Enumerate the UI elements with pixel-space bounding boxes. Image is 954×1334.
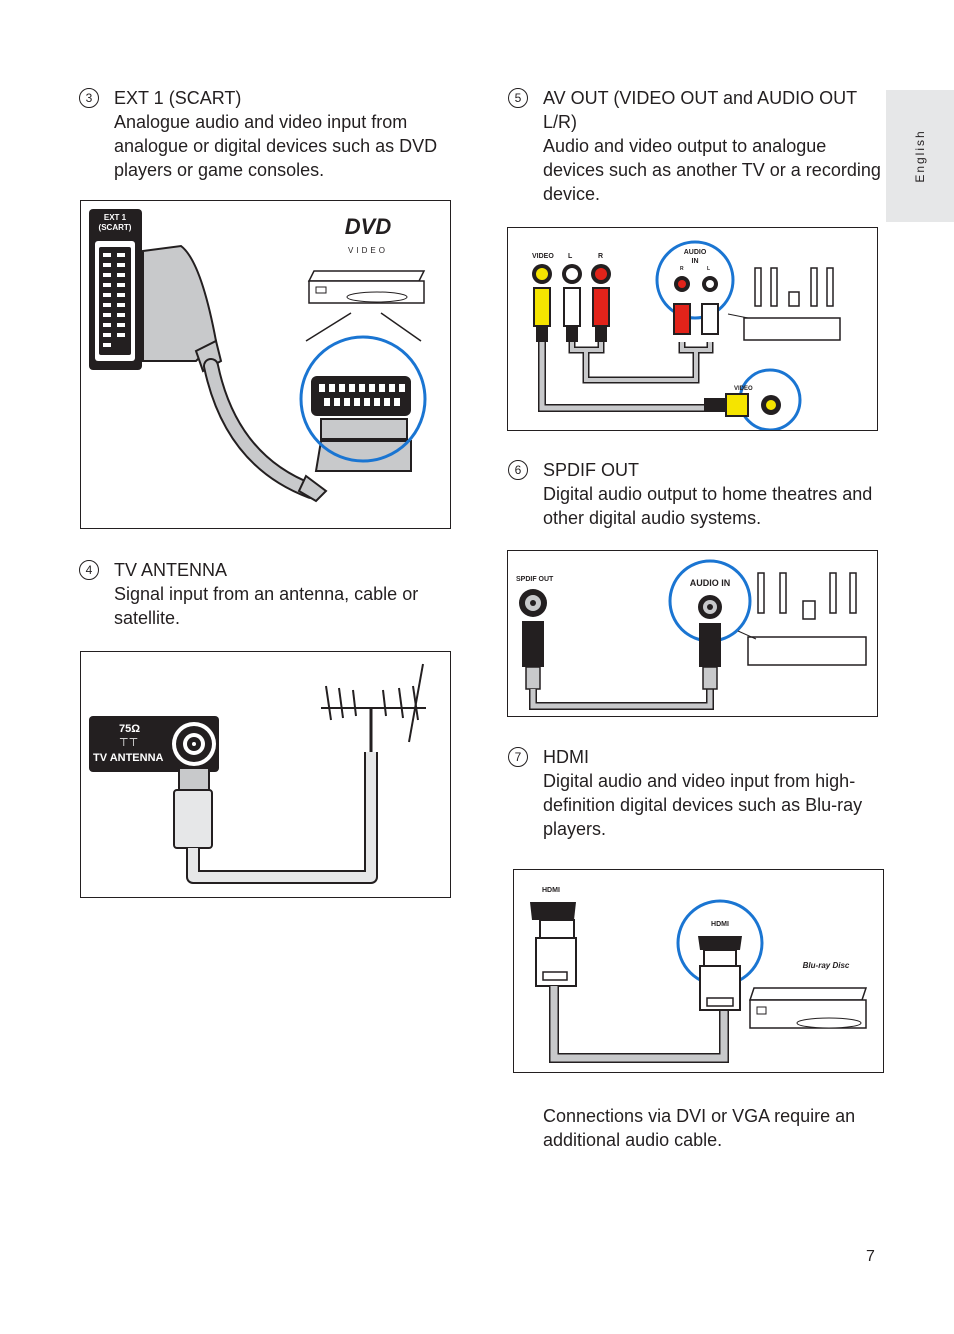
av-video-in-label: VIDEO [734, 386, 753, 392]
antenna-figure: 75Ω ⊤⊤ TV ANTENNA [80, 651, 451, 898]
av-l-small: L [707, 266, 710, 272]
section-4-description: Signal input from an antenna, cable or s… [114, 584, 419, 628]
language-tab: English [886, 90, 954, 222]
spdif-figure: SPDIF OUT AUDIO IN [507, 550, 878, 717]
bluray-logo: Blu-ray Disc [803, 961, 850, 970]
spdif-audio-in-label: AUDIO IN [690, 578, 731, 588]
section-3-title: EXT 1 (SCART) [114, 88, 242, 108]
section-5-description: Audio and video output to analogue devic… [543, 136, 881, 204]
note-text: Connections via DVI or VGA require an ad… [543, 1106, 856, 1150]
antenna-impedance-label: 75Ω [119, 723, 140, 735]
av-audio-in-label: AUDIO [684, 249, 707, 256]
section-6-number: 6 [508, 460, 528, 480]
av-r-label: R [598, 253, 603, 260]
dvd-logo-sub: VIDEO [348, 246, 388, 255]
av-in-label: IN [692, 258, 699, 265]
av-out-figure: VIDEO L R AUDIO IN R L VIDEO [507, 227, 878, 431]
scart-port-label-line1: EXT 1 [104, 213, 127, 222]
spdif-port-label: SPDIF OUT [516, 576, 554, 583]
section-3-number: 3 [79, 88, 99, 108]
hdmi-port-label: HDMI [542, 887, 560, 894]
svg-text:⊤⊤: ⊤⊤ [119, 737, 138, 749]
section-3-description: Analogue audio and video input from anal… [114, 112, 438, 180]
hdmi-figure: HDMI HDMI Blu-ray Disc [513, 869, 884, 1073]
section-7-description: Digital audio and video input from high-… [543, 771, 863, 839]
section-4-title: TV ANTENNA [114, 560, 228, 580]
section-4-number: 4 [79, 560, 99, 580]
section-5-title: AV OUT (VIDEO OUT and AUDIO OUT L/R) [543, 88, 857, 132]
av-r-small: R [680, 266, 684, 272]
section-6-description: Digital audio output to home theatres an… [543, 484, 873, 528]
antenna-port-label: TV ANTENNA [93, 752, 164, 764]
dvd-logo: DVD [345, 214, 392, 239]
section-7-number: 7 [508, 747, 528, 767]
section-7-title: HDMI [543, 747, 589, 767]
av-l-label: L [568, 253, 573, 260]
language-tab-label: English [913, 129, 927, 183]
page-number: 7 [866, 1248, 875, 1265]
hdmi-device-port-label: HDMI [711, 921, 729, 928]
section-6-title: SPDIF OUT [543, 460, 640, 480]
av-video-label: VIDEO [532, 253, 554, 260]
section-5-number: 5 [508, 88, 528, 108]
scart-figure: EXT 1 (SCART) [80, 200, 451, 529]
scart-port-label-line2: (SCART) [99, 223, 132, 232]
